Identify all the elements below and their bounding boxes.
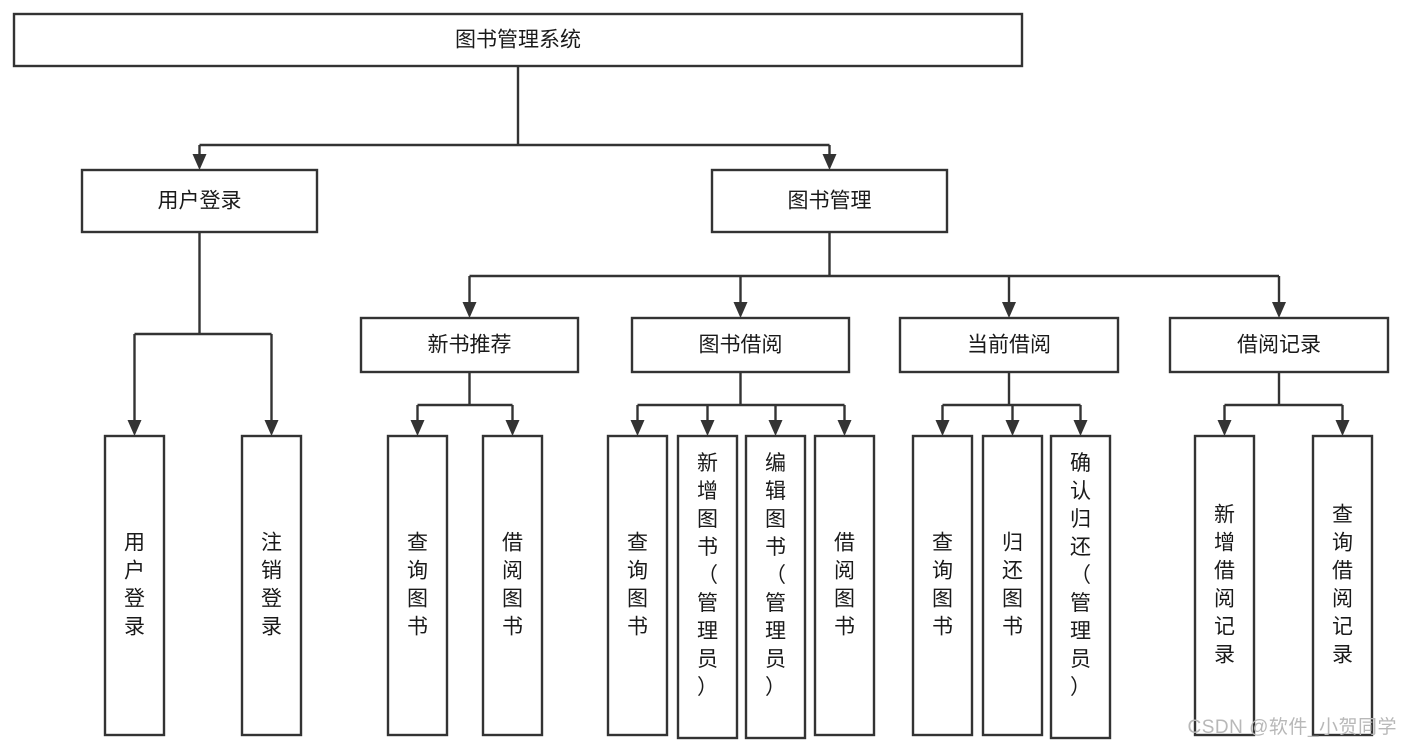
node-leaf-query-book-3[interactable]: 查询图书 xyxy=(911,434,974,737)
node-leaf-confirm-return-admin[interactable]: 确认归还（管理员） xyxy=(1049,434,1112,740)
node-leaf-edit-book-admin-box xyxy=(744,434,807,740)
user-login-leaf-arrow-1-arrowhead xyxy=(264,420,279,436)
book-borrow-leaf-arrow-2-arrowhead xyxy=(768,420,783,436)
node-leaf-add-borrow-record-box xyxy=(1193,434,1256,737)
node-leaf-query-borrow-record[interactable]: 查询借阅记录 xyxy=(1311,434,1374,737)
node-leaf-query-borrow-record-label: 查询借阅记录 xyxy=(1332,504,1353,667)
node-leaf-confirm-return-admin-box xyxy=(1049,434,1112,740)
node-leaf-user-logout-label: 注销登录 xyxy=(261,532,282,639)
node-leaf-query-borrow-record-box xyxy=(1311,434,1374,737)
node-current-borrow-box xyxy=(898,316,1120,374)
node-user-login[interactable]: 用户登录 xyxy=(80,168,319,234)
node-leaf-return-book-box xyxy=(981,434,1044,737)
level1-arrow-0-arrowhead xyxy=(192,154,207,170)
current-borrow-leaf-arrow-0-arrowhead xyxy=(935,420,950,436)
node-leaf-borrow-book-1-label: 借阅图书 xyxy=(502,532,523,639)
node-leaf-query-book-2[interactable]: 查询图书 xyxy=(606,434,669,737)
node-new-book-recommend-box xyxy=(359,316,580,374)
node-book-borrow-label: 图书借阅 xyxy=(699,334,783,357)
book-borrow-leaf-arrow-0-arrowhead xyxy=(630,420,645,436)
connectors-layer xyxy=(127,66,1350,436)
node-borrow-record-box xyxy=(1168,316,1390,374)
node-leaf-confirm-return-admin-label: 确认归还（管理员） xyxy=(1070,452,1091,699)
new-book-recommend-leaf-arrow-1-arrowhead xyxy=(505,420,520,436)
node-new-book-recommend[interactable]: 新书推荐 xyxy=(359,316,580,374)
level2-arrow-3-arrowhead xyxy=(1272,302,1286,318)
node-new-book-recommend-label: 新书推荐 xyxy=(428,334,512,357)
node-leaf-user-login-label: 用户登录 xyxy=(124,532,145,639)
node-borrow-record-label: 借阅记录 xyxy=(1237,334,1321,357)
node-leaf-user-logout-box xyxy=(240,434,303,737)
node-leaf-edit-book-admin[interactable]: 编辑图书（管理员） xyxy=(744,434,807,740)
node-leaf-query-book-3-box xyxy=(911,434,974,737)
node-leaf-add-borrow-record[interactable]: 新增借阅记录 xyxy=(1193,434,1256,737)
level2-arrow-0-arrowhead xyxy=(462,302,477,318)
level2-arrow-2-arrowhead xyxy=(1002,302,1016,318)
node-leaf-query-book-3-label: 查询图书 xyxy=(932,532,953,639)
borrow-record-leaf-arrow-0-arrowhead xyxy=(1217,420,1232,436)
node-leaf-query-book-2-box xyxy=(606,434,669,737)
node-current-borrow[interactable]: 当前借阅 xyxy=(898,316,1120,374)
level2-arrow-1-arrowhead xyxy=(733,302,748,318)
nodes-layer: 图书管理系统用户登录图书管理新书推荐图书借阅当前借阅借阅记录用户登录注销登录查询… xyxy=(12,12,1390,740)
current-borrow-leaf-arrow-2-arrowhead xyxy=(1073,420,1088,436)
node-user-login-label: 用户登录 xyxy=(158,190,242,213)
node-leaf-add-borrow-record-label: 新增借阅记录 xyxy=(1214,504,1235,667)
borrow-record-leaf-arrow-1-arrowhead xyxy=(1335,420,1350,436)
node-leaf-return-book[interactable]: 归还图书 xyxy=(981,434,1044,737)
node-leaf-borrow-book-2-label: 借阅图书 xyxy=(834,532,855,639)
node-book-borrow-box xyxy=(630,316,851,374)
node-leaf-borrow-book-1[interactable]: 借阅图书 xyxy=(481,434,544,737)
node-leaf-borrow-book-2[interactable]: 借阅图书 xyxy=(813,434,876,737)
level1-arrow-1-arrowhead xyxy=(822,154,837,170)
node-leaf-query-book-1-box xyxy=(386,434,449,737)
node-book-borrow[interactable]: 图书借阅 xyxy=(630,316,851,374)
node-leaf-query-book-2-label: 查询图书 xyxy=(627,532,648,639)
node-leaf-add-book-admin-label: 新增图书（管理员） xyxy=(697,452,718,699)
node-leaf-add-book-admin[interactable]: 新增图书（管理员） xyxy=(676,434,739,740)
node-leaf-query-book-1-label: 查询图书 xyxy=(407,532,428,639)
book-borrow-leaf-arrow-1-arrowhead xyxy=(700,420,715,436)
node-leaf-query-book-1[interactable]: 查询图书 xyxy=(386,434,449,737)
user-login-leaf-arrow-0-arrowhead xyxy=(127,420,142,436)
book-borrow-leaf-arrow-3-arrowhead xyxy=(837,420,852,436)
node-current-borrow-label: 当前借阅 xyxy=(967,334,1051,357)
node-leaf-user-logout[interactable]: 注销登录 xyxy=(240,434,303,737)
node-leaf-add-book-admin-box xyxy=(676,434,739,740)
node-book-management-label: 图书管理 xyxy=(788,190,872,213)
node-root[interactable]: 图书管理系统 xyxy=(12,12,1024,68)
node-root-box xyxy=(12,12,1024,68)
node-leaf-borrow-book-2-box xyxy=(813,434,876,737)
current-borrow-leaf-arrow-1-arrowhead xyxy=(1005,420,1020,436)
node-root-label: 图书管理系统 xyxy=(455,29,581,52)
node-leaf-edit-book-admin-label: 编辑图书（管理员） xyxy=(765,452,786,699)
node-book-management[interactable]: 图书管理 xyxy=(710,168,949,234)
watermark-label: CSDN @软件_小贺同学 xyxy=(1187,717,1397,738)
node-user-login-box xyxy=(80,168,319,234)
node-borrow-record[interactable]: 借阅记录 xyxy=(1168,316,1390,374)
node-book-management-box xyxy=(710,168,949,234)
node-leaf-return-book-label: 归还图书 xyxy=(1002,532,1023,639)
node-leaf-borrow-book-1-box xyxy=(481,434,544,737)
node-leaf-user-login-box xyxy=(103,434,166,737)
new-book-recommend-leaf-arrow-0-arrowhead xyxy=(410,420,425,436)
node-leaf-user-login[interactable]: 用户登录 xyxy=(103,434,166,737)
